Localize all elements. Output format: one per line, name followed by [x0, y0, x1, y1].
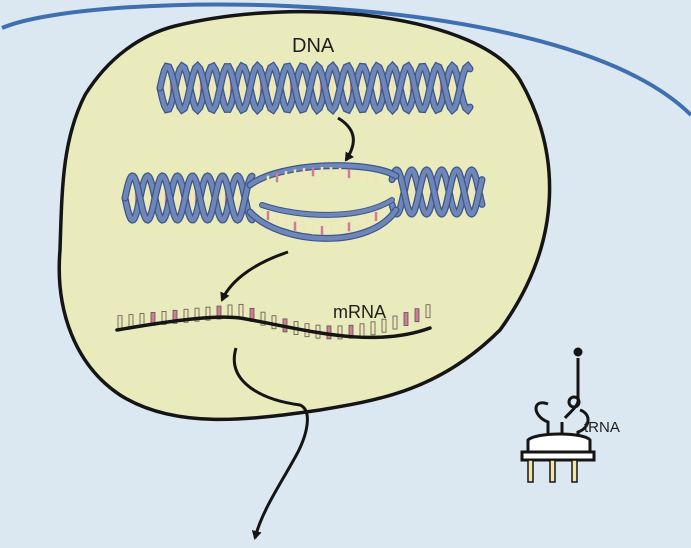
cell-membrane — [1, 2, 691, 117]
mrna-strand — [115, 303, 432, 340]
mrna-label: mRNA — [333, 302, 386, 322]
arrow-mrna-to-cytoplasm — [232, 347, 309, 540]
arrow-dna-to-transcription — [337, 116, 355, 162]
dna-double-helix — [156, 60, 474, 116]
arrow-transcription-to-mrna — [220, 250, 289, 302]
dna-label: DNA — [292, 35, 335, 57]
trna-molecule — [520, 347, 596, 483]
unzipped-dna-bubble — [121, 162, 486, 242]
trna-label: tRNA — [584, 419, 620, 436]
